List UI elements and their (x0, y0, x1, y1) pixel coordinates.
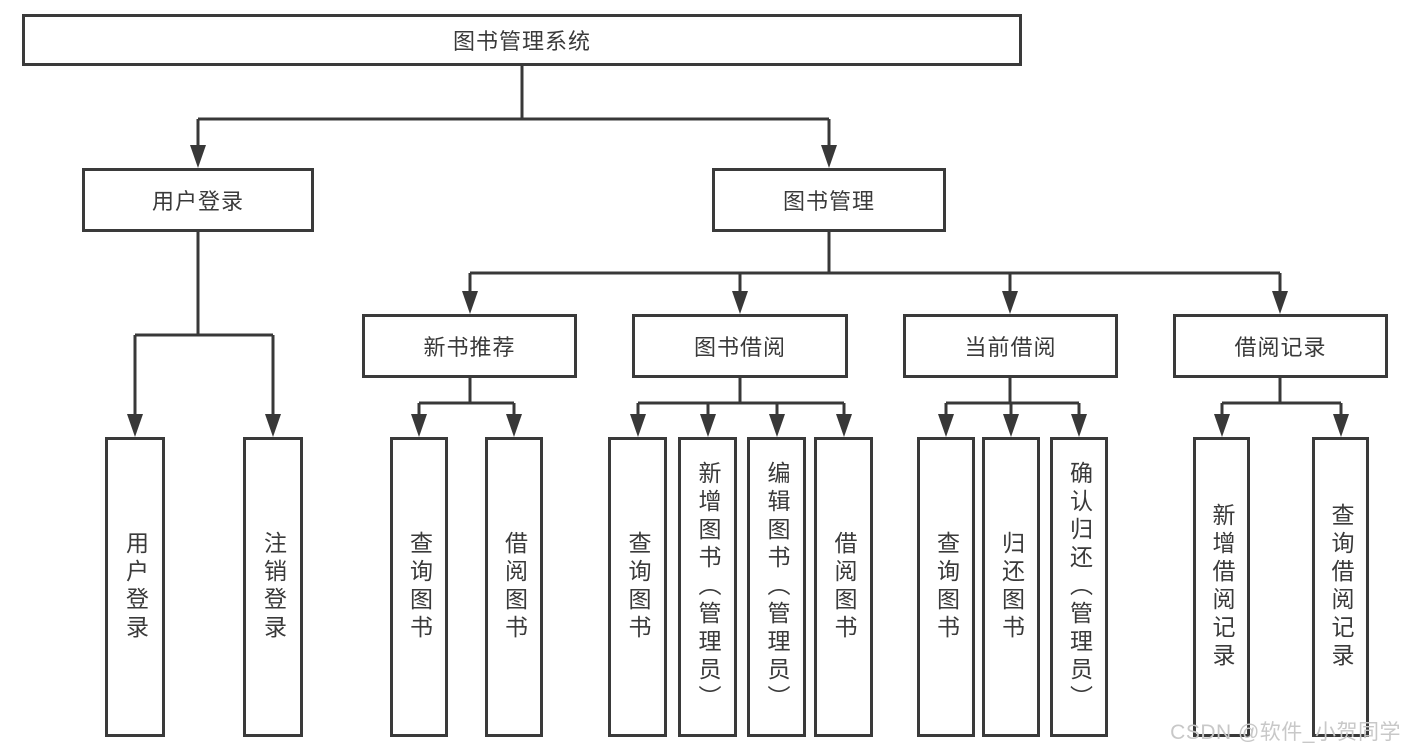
leaf-logout: 注销登录 (243, 437, 303, 737)
leaf-add-books-admin-label: 新增图书（管理员） (695, 461, 721, 713)
node-borrow-records-label: 借阅记录 (1234, 335, 1327, 360)
node-book-mgmt-label: 图书管理 (782, 189, 875, 214)
leaf-add-books-admin: 新增图书（管理员） (678, 437, 737, 737)
node-current-borrow-label: 当前借阅 (964, 335, 1057, 360)
leaf-borrow-books-1-label: 借阅图书 (501, 531, 528, 643)
node-root-label: 图书管理系统 (452, 29, 591, 54)
leaf-confirm-return-admin: 确认归还（管理员） (1050, 437, 1108, 737)
leaf-query-books-3-label: 查询图书 (933, 531, 960, 643)
leaf-query-books-1-label: 查询图书 (406, 531, 433, 643)
leaf-logout-label: 注销登录 (260, 531, 287, 643)
node-borrow-records: 借阅记录 (1173, 314, 1388, 378)
csdn-watermark: CSDN @软件_小贺同学 (1170, 721, 1401, 744)
node-new-books: 新书推荐 (362, 314, 577, 378)
leaf-return-books: 归还图书 (982, 437, 1040, 737)
leaf-return-books-label: 归还图书 (998, 531, 1025, 643)
leaf-query-borrow-record: 查询借阅记录 (1312, 437, 1369, 737)
leaf-add-borrow-record-label: 新增借阅记录 (1209, 503, 1235, 671)
leaf-user-login-label: 用户登录 (122, 531, 149, 643)
leaf-borrow-books-2-label: 借阅图书 (831, 531, 857, 643)
node-root-system: 图书管理系统 (22, 14, 1022, 66)
node-current-borrow: 当前借阅 (903, 314, 1118, 378)
leaf-query-books-1: 查询图书 (390, 437, 448, 737)
leaf-query-books-2-label: 查询图书 (625, 531, 651, 643)
leaf-query-books-2: 查询图书 (608, 437, 667, 737)
leaf-add-borrow-record: 新增借阅记录 (1193, 437, 1250, 737)
leaf-query-books-3: 查询图书 (917, 437, 975, 737)
node-new-books-label: 新书推荐 (423, 335, 516, 360)
leaf-edit-books-admin: 编辑图书（管理员） (747, 437, 806, 737)
node-book-mgmt: 图书管理 (712, 168, 946, 232)
node-user-login: 用户登录 (82, 168, 314, 232)
leaf-edit-books-admin-label: 编辑图书（管理员） (764, 461, 790, 713)
leaf-borrow-books-1: 借阅图书 (485, 437, 543, 737)
node-book-borrow: 图书借阅 (632, 314, 848, 378)
leaf-borrow-books-2: 借阅图书 (814, 437, 873, 737)
leaf-confirm-return-admin-label: 确认归还（管理员） (1066, 461, 1093, 713)
node-book-borrow-label: 图书借阅 (693, 335, 786, 360)
node-user-login-label: 用户登录 (151, 189, 244, 214)
leaf-user-login: 用户登录 (105, 437, 165, 737)
leaf-query-borrow-record-label: 查询借阅记录 (1328, 503, 1354, 671)
